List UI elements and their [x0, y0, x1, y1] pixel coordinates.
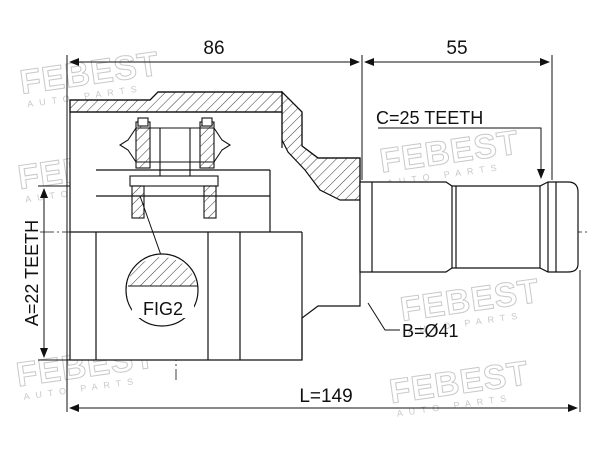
b-dia-label: B=Ø41 — [402, 321, 459, 341]
stem — [359, 181, 579, 273]
fig2-label: FIG2 — [143, 299, 183, 319]
dimension-lines — [40, 58, 578, 412]
dim-86-text: 86 — [203, 38, 224, 59]
c-teeth-label: C=25 TEETH — [376, 108, 483, 128]
c-leader — [378, 127, 545, 179]
race-bar — [129, 175, 219, 187]
b-leader — [367, 302, 400, 331]
dim-149-text: L=149 — [299, 386, 352, 407]
fig2-label-bg — [132, 296, 194, 318]
dim-55-text: 55 — [446, 38, 467, 59]
inner-race — [118, 117, 232, 219]
housing-hatch-upper — [281, 90, 361, 201]
stem-outline — [359, 181, 579, 273]
a-teeth-label: A=22 TEETH — [22, 220, 42, 326]
